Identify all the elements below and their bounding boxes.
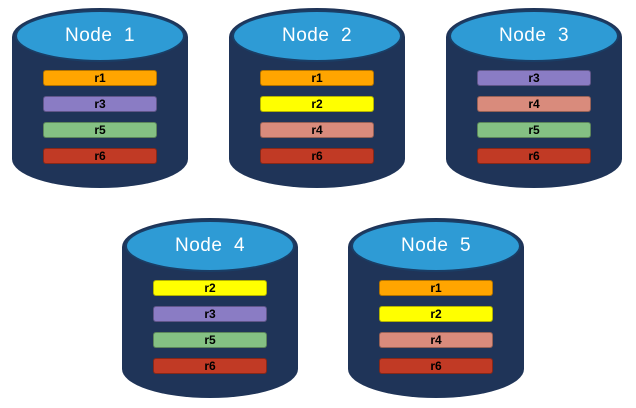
replica-list: r1 r2 r4 r6	[260, 70, 374, 164]
replica-bar-r2: r2	[153, 280, 267, 296]
replica-bar-r6: r6	[477, 148, 591, 164]
node-cylinder: Node 2 r1 r2 r4 r6	[229, 8, 405, 188]
replica-label: r6	[311, 149, 323, 163]
replica-label: r3	[528, 71, 540, 85]
replica-bar-r4: r4	[477, 96, 591, 112]
replica-bar-r3: r3	[477, 70, 591, 86]
replica-label: r2	[311, 97, 323, 111]
replica-list: r3 r4 r5 r6	[477, 70, 591, 164]
node-cylinder: Node 4 r2 r3 r5 r6	[122, 218, 298, 398]
node-title: Node 2	[281, 24, 353, 46]
node-cylinder: Node 1 r1 r3 r5 r6	[12, 8, 188, 188]
row-top: Node 1 r1 r3 r5 r6 Node 2 r1 r2 r4 r6 Node 3 r…	[12, 8, 622, 188]
node-cylinder: Node 5 r1 r2 r4 r6	[348, 218, 524, 398]
replica-bar-r6: r6	[260, 148, 374, 164]
replica-bar-r1: r1	[379, 280, 493, 296]
node-cylinder: Node 3 r3 r4 r5 r6	[446, 8, 622, 188]
cylinder-top: Node 5	[351, 220, 521, 272]
replica-bar-r3: r3	[43, 96, 157, 112]
replica-label: r5	[204, 333, 216, 347]
replica-bar-r2: r2	[379, 306, 493, 322]
cylinder-top: Node 4	[125, 220, 295, 272]
replica-label: r1	[311, 71, 323, 85]
node-title: Node 1	[64, 24, 136, 46]
replica-bar-r4: r4	[260, 122, 374, 138]
replica-bar-r6: r6	[379, 358, 493, 374]
replica-label: r6	[528, 149, 540, 163]
replica-label: r1	[94, 71, 106, 85]
replica-label: r5	[94, 123, 106, 137]
replica-label: r5	[528, 123, 540, 137]
replica-bar-r2: r2	[260, 96, 374, 112]
node-title: Node 3	[498, 24, 570, 46]
cylinder-top: Node 3	[449, 10, 619, 62]
replica-bar-r6: r6	[43, 148, 157, 164]
replica-bar-r5: r5	[477, 122, 591, 138]
replica-bar-r4: r4	[379, 332, 493, 348]
replica-list: r1 r2 r4 r6	[379, 280, 493, 374]
replica-bar-r5: r5	[153, 332, 267, 348]
replica-bar-r5: r5	[43, 122, 157, 138]
replica-label: r4	[430, 333, 442, 347]
node-title: Node 4	[174, 234, 246, 256]
replica-list: r1 r3 r5 r6	[43, 70, 157, 164]
replica-label: r1	[430, 281, 442, 295]
cylinder-top: Node 1	[15, 10, 185, 62]
replica-label: r2	[204, 281, 216, 295]
cylinder-top: Node 2	[232, 10, 402, 62]
replica-bar-r1: r1	[43, 70, 157, 86]
replica-label: r3	[204, 307, 216, 321]
replica-label: r4	[311, 123, 323, 137]
replica-label: r3	[94, 97, 106, 111]
replica-label: r4	[528, 97, 540, 111]
replica-bar-r3: r3	[153, 306, 267, 322]
node-title: Node 5	[400, 234, 472, 256]
replica-bar-r1: r1	[260, 70, 374, 86]
replica-label: r6	[94, 149, 106, 163]
replica-list: r2 r3 r5 r6	[153, 280, 267, 374]
replica-label: r6	[430, 359, 442, 373]
row-bottom: Node 4 r2 r3 r5 r6 Node 5 r1 r2 r4 r6	[122, 218, 524, 398]
replica-label: r6	[204, 359, 216, 373]
replica-bar-r6: r6	[153, 358, 267, 374]
replica-label: r2	[430, 307, 442, 321]
